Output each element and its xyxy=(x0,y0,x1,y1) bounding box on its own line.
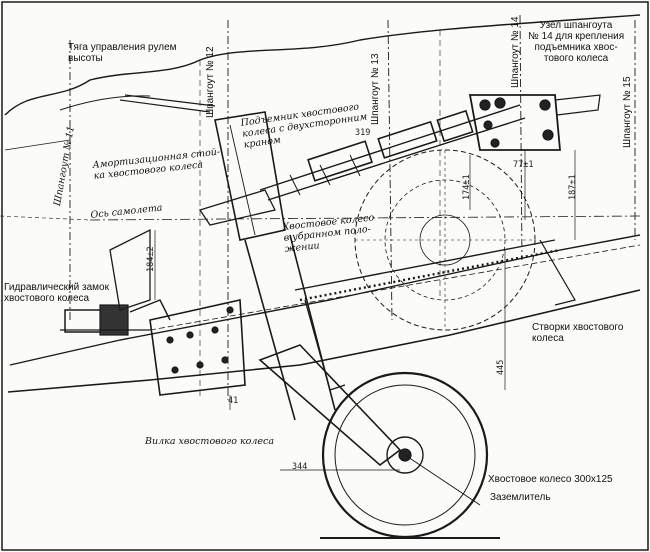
dim-41: 41 xyxy=(228,396,239,406)
label-frame-14: Шпангоут № 14 xyxy=(510,16,521,88)
tail-wheel-fork xyxy=(258,299,402,467)
tail-doors xyxy=(299,248,561,302)
dim-344: 344 xyxy=(292,462,308,472)
frame14-bracket xyxy=(468,94,601,151)
label-frame-13: Шпангоут № 13 xyxy=(370,53,381,125)
frame-13-line xyxy=(387,19,393,321)
tail-wheel xyxy=(321,371,489,539)
label-frame-12: Шпангоут № 12 xyxy=(205,46,216,118)
label-tail-wheel: Хвостовое колесо 300х125 xyxy=(488,474,613,485)
elevator-rod xyxy=(119,94,216,113)
label-elevator-rod: Тяга управления рулем высоты xyxy=(68,42,177,64)
label-tail-doors: Створки хвостового колеса xyxy=(532,322,624,344)
dim-77: 77±1 xyxy=(513,160,534,170)
label-static-discharger: Заземлитель xyxy=(490,492,551,503)
label-tail-fork: Вилка хвостового колеса xyxy=(145,436,274,447)
fuselage-top-contour xyxy=(4,14,641,116)
dim-319: 319 xyxy=(355,128,371,138)
lower-bracket-structure xyxy=(60,299,246,396)
dim-174: 174±1 xyxy=(462,174,472,200)
dim-445: 445 xyxy=(496,359,506,375)
dim-184: 184±2 xyxy=(146,246,156,272)
lift-cylinder xyxy=(259,104,526,201)
fuselage-bottom-skin xyxy=(9,234,641,366)
dim-187: 187±1 xyxy=(568,174,578,200)
label-frame14-node: Узел шпангоута № 14 для крепления подъем… xyxy=(528,20,625,64)
label-frame-15: Шпангоут № 15 xyxy=(622,76,633,148)
frame-14-line xyxy=(519,14,523,261)
label-hydraulic-lock: Гидравлический замок хвостового колеса xyxy=(4,282,109,304)
aircraft-axis-line xyxy=(89,215,641,221)
